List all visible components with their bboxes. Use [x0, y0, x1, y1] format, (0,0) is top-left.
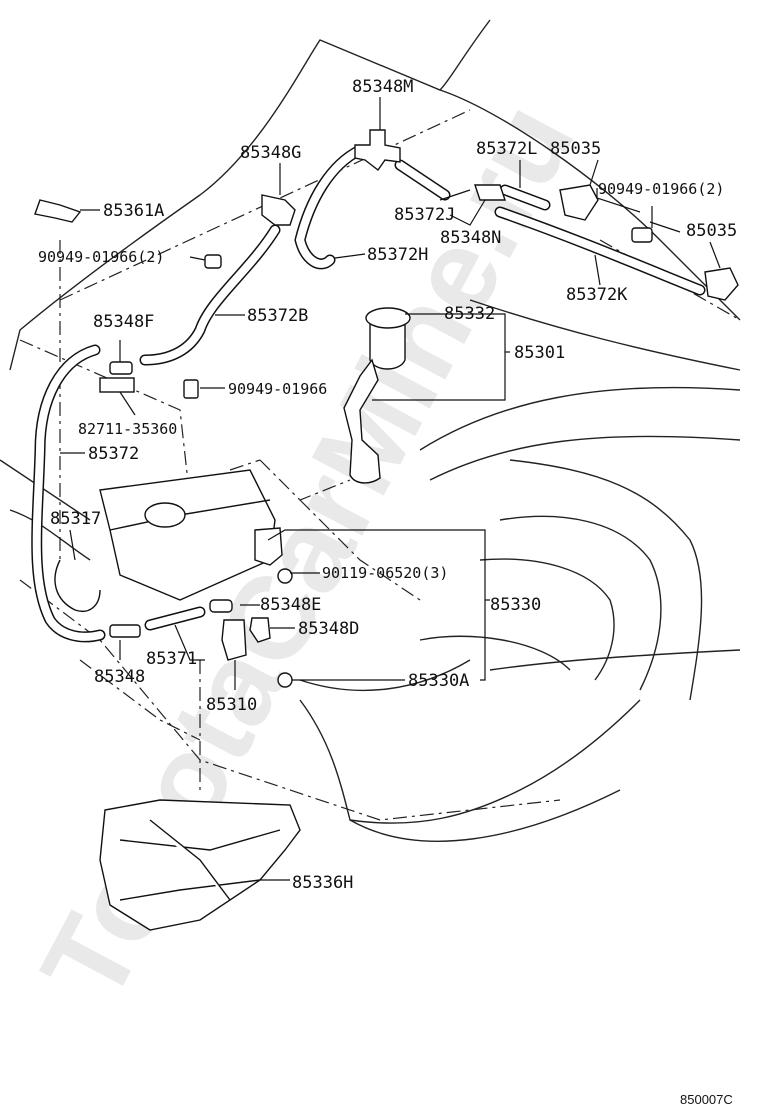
label-85330: 85330 [490, 595, 541, 615]
label-85310: 85310 [206, 695, 257, 715]
label-85348M: 85348M [352, 77, 413, 97]
label-82711-35360: 82711-35360 [78, 420, 177, 438]
label-85348F: 85348F [93, 312, 154, 332]
label-90949-01966-2-left: 90949-01966(2) [38, 248, 164, 266]
label-90949-01966: 90949-01966 [228, 380, 327, 398]
label-85371: 85371 [146, 649, 197, 669]
hose-group [31, 144, 706, 643]
label-85372K: 85372K [566, 285, 628, 305]
diagram-code: 850007C [680, 1092, 733, 1107]
label-85348D: 85348D [298, 619, 359, 639]
label-85361A: 85361A [103, 201, 164, 221]
label-85372L: 85372L [476, 139, 537, 159]
part-labels: 85348M 85348G 85372L 85035 90949-01966(2… [38, 77, 737, 893]
label-85372H: 85372H [367, 245, 428, 265]
label-85348E: 85348E [260, 595, 321, 615]
label-85348: 85348 [94, 667, 145, 687]
label-85301: 85301 [514, 343, 565, 363]
label-85348N: 85348N [440, 228, 501, 248]
leader-lines [60, 97, 721, 881]
label-85348G: 85348G [240, 143, 301, 163]
connectors-and-nozzles [34, 129, 739, 931]
label-85372: 85372 [88, 444, 139, 464]
vehicle-body-outline [0, 19, 741, 842]
label-85317: 85317 [50, 509, 101, 529]
label-85330A: 85330A [408, 671, 469, 691]
label-85332: 85332 [444, 304, 495, 324]
label-85035-right: 85035 [686, 221, 737, 241]
label-85372B: 85372B [247, 306, 308, 326]
label-85336H: 85336H [292, 873, 353, 893]
label-85035-top: 85035 [550, 139, 601, 159]
label-85372J: 85372J [394, 205, 455, 225]
label-90949-01966-2-top: 90949-01966(2) [598, 180, 724, 198]
label-90119-06520-3: 90119-06520(3) [322, 564, 448, 582]
